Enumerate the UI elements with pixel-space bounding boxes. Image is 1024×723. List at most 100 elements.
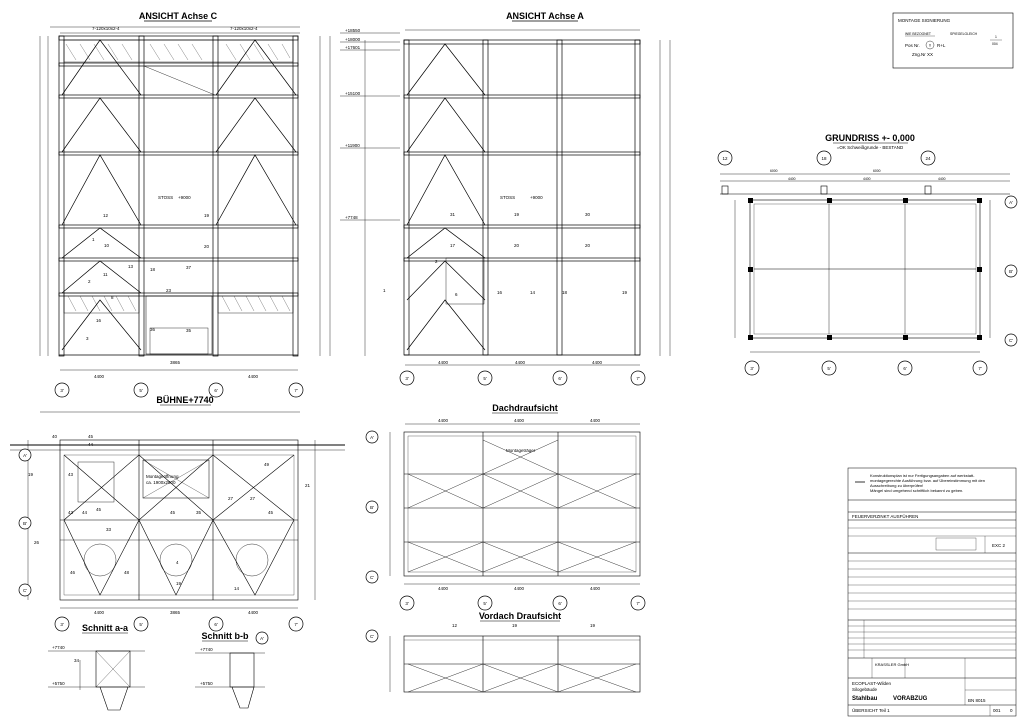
montage-side: R+L [937,43,946,48]
ansicht-a-title: ANSICHT Achse A [506,11,584,21]
grundriss-subtitle: =OK Schweißgrunde - BESTAND [837,145,904,150]
ansicht-a-tag: 18 [562,290,568,295]
axis-label: 6' [214,622,218,627]
ansicht-c-tag: 37 [186,265,192,270]
dach-dim: 4400 [438,586,449,591]
buehne-dim: 3865 [170,610,181,615]
schnitt-a-title: Schnitt a-a [82,623,129,633]
tb-project: ECOPLAST-Wilden [852,681,892,686]
grundriss-view: GRUNDRISS +- 0,000 =OK Schweißgrunde - B… [717,133,1018,376]
axis-label: 24 [925,156,931,161]
ansicht-a-tag: 17 [450,243,456,248]
buehne-tag: 35 [196,510,202,515]
buehne-tag: 45 [88,434,94,439]
ansicht-a-axis-markers: 3' 5' 6' 7' [399,370,646,386]
ansicht-a-tag: 2 [435,259,438,264]
axis-label: 18 [821,156,827,161]
dach-dim: 4400 [590,586,601,591]
axis-label: C' [1009,338,1013,343]
axis-label: 6' [903,366,907,371]
buehne-tag: 43 [68,510,74,515]
dach-dim: 4400 [514,586,525,591]
ansicht-c-dim: 3865 [170,360,181,365]
tb-doc: VORABZUG [893,696,928,702]
ansicht-a-tag: 20 [585,243,591,248]
montage-title: MONTAGE SIGNIERUNG [898,18,951,23]
ansicht-a-level: +18550 [345,28,361,33]
ansicht-a-tag: 19 [622,290,628,295]
axis-label: C' [370,575,374,580]
grundriss-dim: 6000 [873,169,881,173]
tb-note: Ausschreibung zu überprüfen! [870,483,923,488]
buehne-tag: 40 [52,434,58,439]
vordach-title: Vordach Draufsicht [479,611,561,621]
ansicht-c-tag: 12 [103,213,109,218]
buehne-view: BÜHNE+7740 Mo [10,395,345,632]
schnitt-b-view: Schnitt b-b A' +7740 +5750 [195,631,269,709]
montage-pos-mark: X [929,44,932,48]
axis-label: 7' [978,366,982,371]
montage-zng: Zng.Nr XX [912,52,933,57]
grundriss-title: GRUNDRISS +- 0,000 [825,133,915,143]
buehne-tag: 46 [70,570,76,575]
ansicht-a-level: +15100 [345,91,361,96]
dach-title: Dachdraufsicht [492,403,558,413]
ansicht-c-tag: 8 [111,295,114,300]
dach-axis-markers: A' B' C' 3' 5' 6' 7' [365,430,646,611]
grundriss-dim: 4400 [938,177,946,181]
tb-part: ÜBERSICHT Teil 1 [852,707,890,713]
ansicht-c-tag: 16 [96,318,102,323]
ansicht-a-tag: 19 [514,212,520,217]
buehne-opening-label: Montageöffnung [146,474,179,479]
schnitt-a-tag: 34 [74,658,80,663]
buehne-tag: 44 [88,442,94,447]
ansicht-a-dim: 4400 [515,360,526,365]
montage-pos: Pos Nr. [905,43,920,48]
schnitt-b-level-top: +7740 [200,647,213,652]
ansicht-c-tag: 10 [104,243,110,248]
ansicht-a-tag: 14 [530,290,536,295]
buehne-tag: 27 [250,496,256,501]
dach-dim: 4400 [590,418,601,423]
vordach-tag: 19 [512,623,518,628]
ansicht-c-tag: 35 [186,328,192,333]
tb-drawing-no: BN 8015 [968,698,986,703]
buehne-tag: 21 [305,483,311,488]
axis-label: 5' [483,601,487,606]
ansicht-a-dim: 4400 [438,360,449,365]
axis-label: 7' [636,601,640,606]
grundriss-axis-markers: 12 18 24 3' 5' 6' 7' A' B' C' [717,150,1018,376]
ansicht-c-tag: 11 [103,272,108,277]
ansicht-c-tag: 2 [88,279,91,284]
ansicht-achse-a-view: ANSICHT Achse A [340,11,671,386]
ansicht-c-title: ANSICHT Achse C [139,11,218,21]
grundriss-dim: 4400 [863,177,871,181]
buehne-dim: 4400 [94,610,105,615]
vordach-tag: 19 [590,623,596,628]
tb-note: montagegerechte Ausführung bzw. auf Über… [870,478,985,483]
axis-label: 7' [294,388,298,393]
dach-label: Montageträger [506,448,536,453]
buehne-tag: 33 [106,527,112,532]
axis-label: B' [23,521,27,526]
ansicht-c-top-dim-2: 7-120x10x2-4 [230,26,258,31]
ansicht-a-stoss-level: +9000 [530,195,543,200]
ansicht-a-dim: 4400 [592,360,603,365]
ansicht-a-level: +18000 [345,37,361,42]
axis-label: 3' [405,601,409,606]
ansicht-c-tag: 20 [204,244,210,249]
tb-note: Mängel sind umgehend schriftlich bekannt… [870,488,963,493]
ansicht-c-tag: 18 [150,267,156,272]
vordach-view: Vordach Draufsicht C' 12 19 19 [365,611,641,693]
ansicht-a-tag: 6 [455,292,458,297]
buehne-tag: 43 [68,472,74,477]
axis-label: 6' [214,388,218,393]
montage-right-label: SPIEGELGLEICH [950,32,978,36]
ansicht-a-tag: 16 [497,290,503,295]
buehne-tag: 27 [228,496,234,501]
buehne-tag: 44 [82,510,88,515]
title-block: Konstruktionsplan ist nur Fertigungsanga… [847,467,1017,717]
axis-label: 6' [558,601,562,606]
montage-num-top: 1 [995,35,997,39]
